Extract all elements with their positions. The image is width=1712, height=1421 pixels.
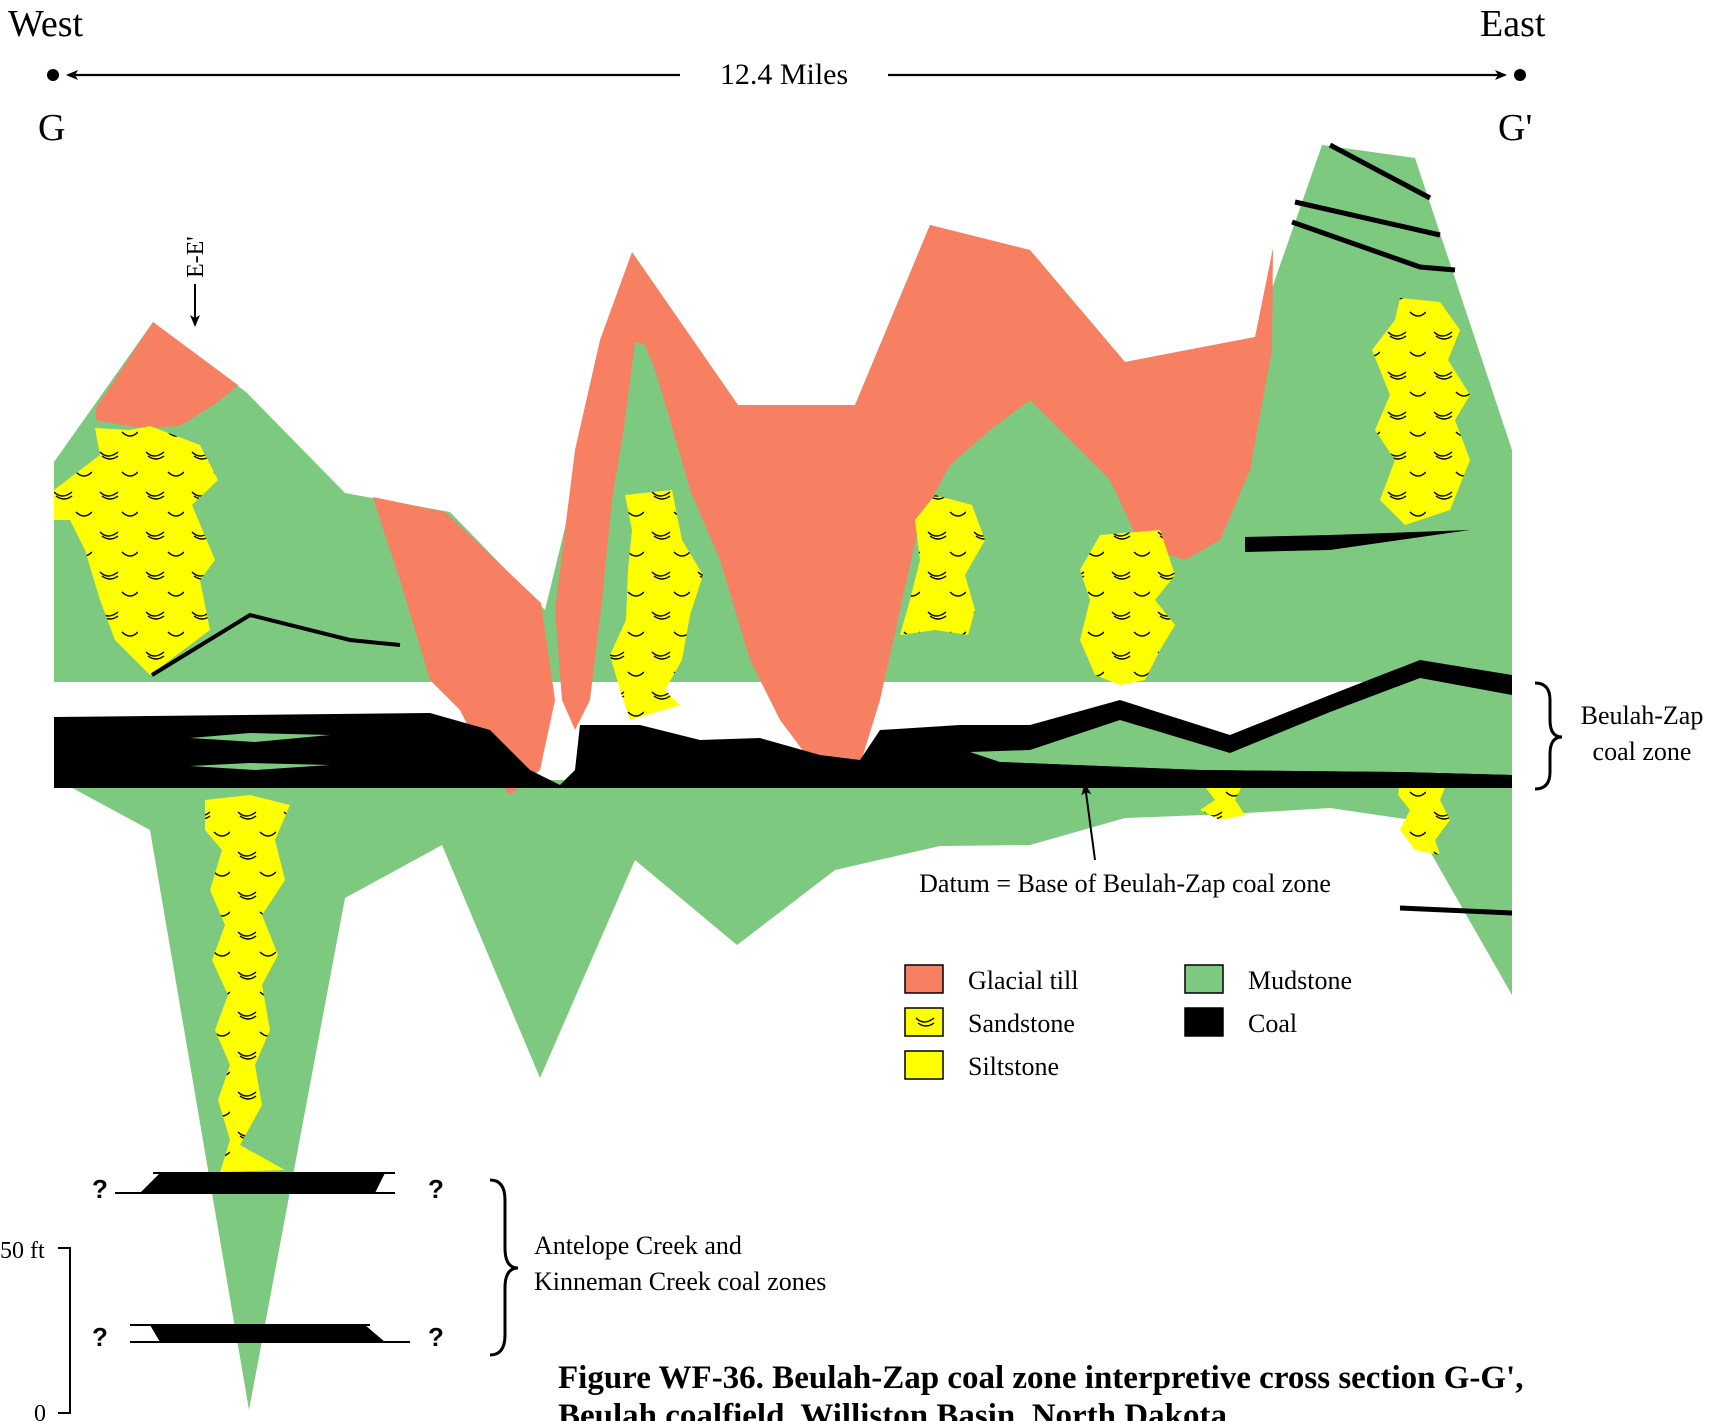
antelope-label-1: Antelope Creek and [534, 1231, 742, 1260]
legend-sandstone-crossbed [915, 1017, 935, 1027]
caption-line-1: Figure WF-36. Beulah-Zap coal zone inter… [558, 1360, 1523, 1396]
start-point-dot [47, 69, 59, 81]
legend-label-coal: Coal [1248, 1009, 1297, 1038]
legend: Glacial till Sandstone Siltstone Mudston… [904, 964, 1352, 1081]
legend-label-siltstone: Siltstone [968, 1052, 1059, 1081]
end-point-dot [1514, 69, 1526, 81]
coal-zone-re-coal [1000, 762, 1512, 788]
tie-line-label: E-E' [183, 236, 209, 278]
coal-seam-thin-1 [150, 612, 401, 677]
scale-bar-top-label: 50 ft [0, 1238, 45, 1264]
legend-swatch-siltstone [904, 1050, 944, 1080]
coal-kinneman [150, 1325, 385, 1342]
unknown-marker-3: ? [92, 1322, 108, 1352]
coal-parting-3 [970, 678, 1512, 775]
datum-label: Datum = Base of Beulah-Zap coal zone [919, 869, 1331, 898]
legend-label-glacial-till: Glacial till [968, 966, 1078, 995]
coal-seam-thin-2 [1328, 142, 1432, 201]
unknown-marker-4: ? [428, 1322, 444, 1352]
end-point-label: G' [1498, 107, 1532, 149]
coal-seam-upper-east [1245, 530, 1470, 552]
antelope-brace [489, 1178, 519, 1357]
coal-seam-thin-5 [1399, 905, 1513, 916]
unknown-marker-1: ? [92, 1174, 108, 1204]
east-label: East [1480, 3, 1546, 45]
sandstone-body-3 [900, 495, 985, 635]
distance-label: 12.4 Miles [720, 58, 848, 91]
datum-arrow [1081, 783, 1096, 861]
beulah-zap-label-1: Beulah-Zap [1581, 701, 1704, 730]
sandstone-body-6 [205, 795, 290, 1172]
scale-bar [58, 1247, 71, 1414]
glacial-till-west [96, 322, 238, 428]
legend-label-sandstone: Sandstone [968, 1009, 1075, 1038]
sandstone-body-1 [54, 426, 218, 675]
glacial-till-main-1 [373, 497, 555, 795]
coal-parting-2 [190, 763, 330, 770]
legend-label-mudstone: Mudstone [1248, 966, 1352, 995]
coal-seam-thin-4 [1291, 219, 1456, 273]
legend-swatch-glacial-till [904, 964, 944, 994]
scale-bar-bottom-label: 0 [34, 1401, 46, 1421]
start-point-label: G [38, 107, 65, 149]
sandstone-body-5 [1372, 298, 1470, 525]
sandstone-body-2 [610, 490, 703, 720]
glacial-till-main-3 [555, 252, 645, 730]
mudstone-lower [54, 778, 1512, 1410]
sandstone-body-8 [1398, 780, 1450, 855]
sandstone-body-4 [1080, 530, 1175, 685]
legend-swatch-coal [1184, 1007, 1224, 1037]
legend-swatch-sandstone [904, 1007, 944, 1037]
antelope-label-2: Kinneman Creek coal zones [534, 1267, 826, 1296]
unknown-marker-2: ? [428, 1174, 444, 1204]
caption-line-2: Beulah coalfield, Williston Basin, North… [558, 1398, 1235, 1421]
coal-antelope [140, 1173, 385, 1193]
legend-swatch-mudstone [1184, 964, 1224, 994]
beulah-zap-brace [1534, 681, 1563, 791]
sandstone-body-7 [1200, 780, 1245, 820]
glacial-till-main-2 [632, 225, 1273, 770]
west-label: West [8, 3, 83, 45]
beulah-zap-label-2: coal zone [1593, 737, 1692, 766]
coal-parting-1 [190, 733, 330, 742]
coal-seam-thin-3 [1294, 199, 1441, 238]
